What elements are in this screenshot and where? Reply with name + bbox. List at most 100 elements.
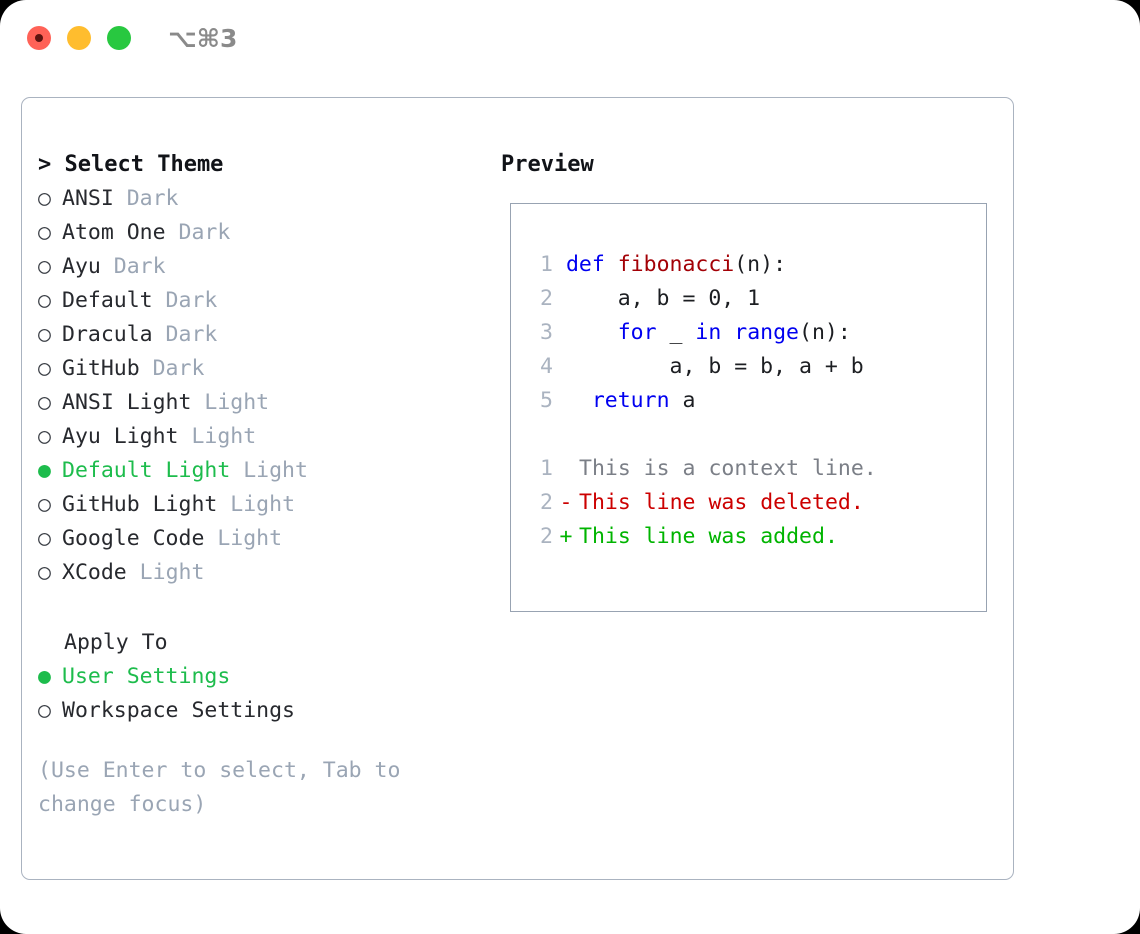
diff-marker: + — [559, 524, 573, 549]
hint-spacer — [38, 728, 468, 754]
code-token — [721, 320, 734, 345]
diff-line-number: 1 — [540, 456, 553, 481]
code-diff-separator — [523, 418, 978, 452]
radio-unselected-icon: ○ — [38, 288, 51, 313]
code-line: 4 a, b = b, a + b — [523, 350, 978, 384]
apply-to-option-user-settings[interactable]: ●User Settings — [38, 660, 468, 694]
theme-item-dracula[interactable]: ○Dracula Dark — [38, 318, 468, 352]
theme-category-tag: Light — [126, 560, 205, 585]
theme-item-google-code[interactable]: ○Google Code Light — [38, 522, 468, 556]
theme-name: Google Code — [62, 526, 205, 551]
theme-item-ayu-light[interactable]: ○Ayu Light Light — [38, 420, 468, 454]
diff-text: This line was deleted. — [579, 490, 864, 515]
code-token: fibonacci — [617, 252, 735, 277]
diff-block: 1 This is a context line.2-This line was… — [523, 452, 978, 554]
theme-category-tag: Light — [230, 458, 308, 483]
line-number: 2 — [540, 286, 553, 311]
diff-line-number: 2 — [540, 524, 553, 549]
title-bar: ⌥⌘3 — [0, 0, 1140, 78]
code-token: in — [695, 320, 722, 345]
theme-item-xcode[interactable]: ○ XCode Light — [38, 556, 468, 590]
code-token: _ — [656, 320, 696, 345]
diff-line-number: 2 — [540, 490, 553, 515]
close-button[interactable] — [27, 26, 51, 50]
theme-list[interactable]: ○ANSI Dark○Atom One Dark○Ayu Dark○Defaul… — [38, 182, 468, 590]
keyboard-hint: (Use Enter to select, Tab to change focu… — [38, 758, 401, 817]
theme-name: Default — [62, 288, 153, 313]
code-token: def — [565, 252, 618, 277]
radio-selected-icon: ● — [38, 664, 51, 689]
code-token — [566, 320, 618, 345]
theme-name: Ayu — [62, 254, 101, 279]
radio-unselected-icon: ○ — [38, 220, 51, 245]
code-line: 1 def fibonacci(n): — [523, 248, 978, 282]
code-token: (n): — [734, 252, 787, 277]
section-spacer — [38, 590, 468, 626]
line-number: 1 — [540, 252, 553, 277]
code-token: range — [734, 320, 799, 345]
theme-selector-column: > Select Theme ○ANSI Dark○Atom One Dark○… — [38, 148, 468, 822]
theme-category-tag: Dark — [113, 186, 179, 211]
theme-category-tag: Light — [178, 424, 257, 449]
theme-item-ansi[interactable]: ○ANSI Dark — [38, 182, 468, 216]
line-number: 5 — [540, 388, 553, 413]
theme-category-tag: Dark — [152, 322, 218, 347]
theme-name: GitHub — [62, 356, 140, 381]
main-panel: > Select Theme ○ANSI Dark○Atom One Dark○… — [21, 97, 1014, 880]
code-line: 2 a, b = 0, 1 — [523, 282, 978, 316]
theme-name: XCode — [62, 560, 127, 585]
radio-selected-icon: ● — [38, 458, 51, 483]
theme-item-ayu[interactable]: ○Ayu Dark — [38, 250, 468, 284]
preview-column: Preview 1 def fibonacci(n):2 a, b = 0, 1… — [501, 148, 1001, 612]
code-token: return — [591, 388, 670, 413]
radio-unselected-icon: ○ — [38, 492, 51, 517]
theme-category-tag: Light — [191, 390, 270, 415]
theme-category-tag: Dark — [139, 356, 205, 381]
radio-unselected-icon: ○ — [38, 560, 51, 585]
line-number: 3 — [540, 320, 553, 345]
theme-category-tag: Dark — [165, 220, 231, 245]
code-line: 3 for _ in range(n): — [523, 316, 978, 350]
apply-to-label: Workspace Settings — [62, 698, 295, 723]
theme-item-default-light[interactable]: ● Default Light Light — [38, 454, 468, 488]
line-number: 4 — [540, 354, 553, 379]
apply-to-options[interactable]: ●User Settings ○ Workspace Settings — [38, 660, 468, 728]
theme-name: Default Light — [62, 458, 231, 483]
diff-marker — [553, 452, 579, 486]
maximize-button[interactable] — [107, 26, 131, 50]
diff-line: 2+This line was added. — [523, 520, 978, 554]
preview-title: Preview — [501, 152, 594, 177]
theme-name: Dracula — [62, 322, 153, 347]
radio-unselected-icon: ○ — [38, 356, 51, 381]
diff-line: 1 This is a context line. — [523, 452, 978, 486]
apply-to-title: Apply To — [64, 630, 168, 655]
theme-item-ansi-light[interactable]: ○ANSI Light Light — [38, 386, 468, 420]
theme-item-default[interactable]: ○ Default Dark — [38, 284, 468, 318]
theme-item-github[interactable]: ○ GitHub Dark — [38, 352, 468, 386]
diff-text: This is a context line. — [579, 456, 877, 481]
theme-item-github-light[interactable]: ○GitHub Light Light — [38, 488, 468, 522]
theme-list-header: > Select Theme — [38, 152, 224, 177]
code-token: a — [669, 388, 696, 413]
code-token: a, b = 0, 1 — [565, 286, 761, 311]
theme-item-atom-one[interactable]: ○ Atom One Dark — [38, 216, 468, 250]
theme-category-tag: Light — [204, 526, 283, 551]
radio-unselected-icon: ○ — [38, 698, 51, 723]
radio-unselected-icon: ○ — [38, 254, 51, 279]
code-token: a, b = b, a + b — [565, 354, 864, 379]
theme-name: ANSI — [62, 186, 114, 211]
diff-text: This line was added. — [579, 524, 838, 549]
code-line: 5 return a — [523, 384, 978, 418]
apply-to-option-workspace-settings[interactable]: ○ Workspace Settings — [38, 694, 468, 728]
theme-name: ANSI Light — [62, 390, 192, 415]
code-token: for — [617, 320, 657, 345]
minimize-button[interactable] — [67, 26, 91, 50]
keyboard-shortcut-label: ⌥⌘3 — [168, 24, 238, 53]
theme-category-tag: Dark — [152, 288, 218, 313]
code-token: (n): — [799, 320, 851, 345]
theme-name: Atom One — [62, 220, 166, 245]
diff-line: 2-This line was deleted. — [523, 486, 978, 520]
